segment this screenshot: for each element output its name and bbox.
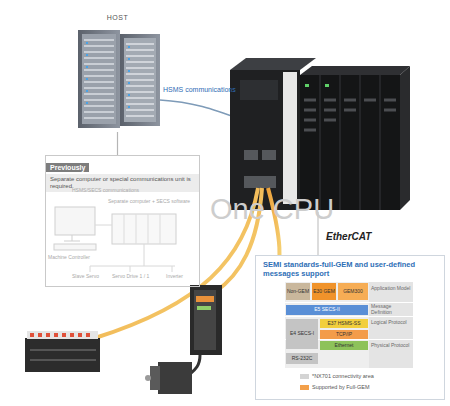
sketch-label: Slave Servo [72, 274, 112, 280]
server-panel [124, 38, 156, 122]
legend-entry: Supported by Full-GEM [300, 385, 369, 391]
monitor-stand [64, 235, 80, 241]
layer-label: Message Definition [371, 304, 412, 315]
layer-band [285, 282, 413, 368]
io-top [300, 66, 410, 75]
legend-swatch [300, 385, 309, 390]
node-heading: Non-GEM [287, 289, 309, 294]
server-rack [120, 34, 160, 126]
node-heading: RS-232C [292, 356, 313, 361]
sketch-label: Servo Drive 1 / 1 [112, 274, 162, 280]
protocol-block: Ethernet [320, 341, 368, 350]
status-led [305, 84, 309, 87]
node-heading: Previously [46, 163, 89, 172]
keyboard [54, 244, 96, 250]
server-rack [78, 30, 120, 128]
io-terminal [25, 331, 100, 372]
io-units [300, 75, 400, 210]
node-heading: Ethernet [335, 343, 354, 348]
io-separators [320, 75, 380, 210]
host-server [78, 30, 160, 128]
controller-plc [230, 58, 410, 210]
io-terminals [304, 100, 396, 130]
ethernet-port [262, 150, 276, 160]
connection-label: HSMS communications [163, 86, 253, 94]
computer-monitor [55, 207, 95, 235]
motor-shaft [145, 375, 151, 381]
protocol-chart-background [255, 255, 445, 400]
terminal-top [27, 331, 98, 339]
legend-text: *NX701 connectivity area [312, 374, 374, 380]
terminal-levers [30, 333, 90, 337]
servo-drive [190, 285, 222, 355]
fieldbus-logo: EtherCAT [326, 231, 396, 242]
protocol-block: E4 SECS-I [286, 319, 318, 349]
servo-motor [145, 355, 200, 394]
legend-text: Supported by Full-GEM [312, 385, 369, 391]
layer-label: Physical Protocol [371, 343, 412, 349]
terminal-rows [30, 350, 96, 360]
status-led [325, 84, 329, 87]
drive-body [190, 285, 222, 355]
slogan-text: One CPU [210, 194, 360, 226]
node-heading: E37 HSMS-SS [327, 321, 360, 326]
terminal-body [25, 338, 100, 372]
cpu-cover [283, 72, 297, 204]
legend-swatch [300, 374, 309, 379]
layer-label-column [369, 282, 413, 368]
ethernet-port [244, 150, 258, 160]
drive-accent [196, 296, 214, 302]
previous-system-sketch [54, 207, 176, 272]
node-heading: E5 SECS-II [314, 307, 340, 312]
layer-label: Logical Protocol [371, 320, 412, 326]
drive-display [197, 306, 211, 310]
layer-label: Application Model [371, 286, 412, 292]
drive-panel [194, 290, 216, 350]
cpu-label-area [240, 80, 278, 100]
server-slots [84, 40, 114, 118]
motor-body [158, 362, 192, 394]
protocol-block: GEM300 [338, 283, 368, 300]
node-heading: GEM300 [343, 289, 363, 294]
io-side [400, 66, 410, 210]
protocol-block: E37 HSMS-SS [320, 319, 368, 328]
sketch-label: Machine Controller [48, 255, 108, 261]
server-leds [86, 43, 88, 103]
sketch-label: HSMS/SECS communications [72, 188, 162, 194]
server-leds [128, 47, 130, 107]
protocol-block: Non-GEM [286, 283, 310, 300]
motor-flange [150, 366, 160, 390]
node-heading: E4 SECS-I [290, 331, 314, 336]
sketch-label: Separate computer + SECS software [108, 199, 198, 205]
node-heading: TCP/IP [336, 332, 352, 337]
sketch-wires [90, 225, 175, 272]
cpu-unit [230, 70, 300, 210]
connector-line [117, 132, 118, 155]
protocol-block: E5 SECS-II [286, 305, 368, 315]
server-slots [126, 44, 154, 116]
protocol-block: E30 GEM [312, 283, 336, 300]
sketch-label: Inverter [166, 274, 196, 280]
node-heading: SEMI standards-full-GEM and user-defined… [256, 256, 444, 278]
legend-entry: *NX701 connectivity area [300, 374, 374, 380]
box-fill [255, 255, 445, 400]
host-server-node: HOST [70, 14, 165, 132]
ethercat-port [244, 176, 276, 188]
server-panel [82, 34, 116, 124]
previous-system-box: PreviouslySeparate computer or special c… [45, 155, 200, 287]
node-heading: E30 GEM [313, 289, 335, 294]
rack-dividers [124, 214, 160, 244]
cpu-top [230, 58, 316, 70]
node-heading: HOST [70, 14, 165, 21]
protocol-block: TCP/IP [320, 330, 368, 339]
protocol-block: RS-232C [286, 353, 318, 364]
controller-rack [112, 214, 176, 244]
